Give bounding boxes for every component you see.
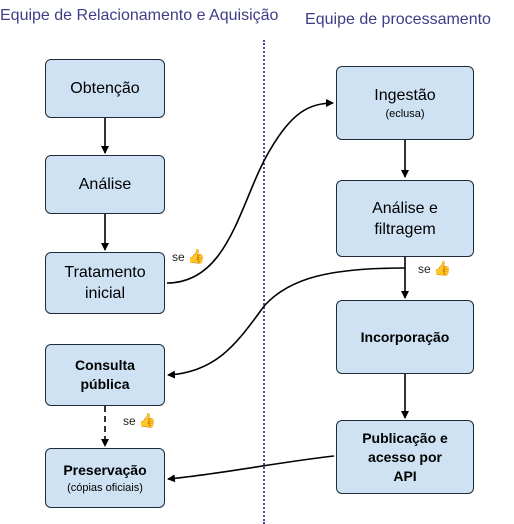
box-preservacao-label: Preservação (63, 462, 147, 478)
box-incorporacao-label: Incorporação (360, 328, 450, 345)
condition-analise-filtragem: se 👍 (418, 261, 452, 277)
thumbs-up-icon: 👍 (187, 249, 206, 265)
thumbs-up-icon: 👍 (433, 261, 452, 277)
arrow-tratamento-ingestao (166, 99, 334, 284)
condition-analise-filtragem-label: se (418, 262, 431, 276)
box-obtencao-label: Obtenção (70, 80, 140, 97)
arrow-publicacao-preservacao (167, 455, 335, 483)
box-consulta-publica-label: Consulta pública (75, 357, 135, 392)
condition-consulta-label: se (123, 414, 136, 428)
column-divider (263, 40, 265, 524)
box-preservacao-sublabel: (cópias oficiais) (67, 482, 143, 494)
box-publicacao-label: Publicação e acesso por API (362, 429, 448, 484)
box-analise-filtragem: Análise e filtragem (336, 180, 474, 257)
box-preservacao: Preservação (cópias oficiais) (45, 448, 165, 508)
box-ingestao-sublabel: (eclusa) (385, 108, 425, 120)
box-consulta-publica: Consulta pública (45, 344, 165, 406)
thumbs-up-icon: 👍 (138, 413, 157, 429)
box-analise: Análise (45, 155, 165, 214)
condition-tratamento-label: se (172, 250, 185, 264)
condition-tratamento: se 👍 (172, 249, 206, 265)
box-tratamento-inicial-label: Tratamento inicial (64, 264, 146, 302)
box-obtencao: Obtenção (45, 59, 165, 118)
box-tratamento-inicial: Tratamento inicial (45, 252, 165, 314)
arrow-analise-consulta (167, 267, 406, 379)
box-publicacao: Publicação e acesso por API (336, 420, 474, 494)
box-ingestao-label: Ingestão (374, 87, 436, 104)
box-analise-label: Análise (78, 176, 132, 193)
left-column-header: Equipe de Relacionamento e Aquisição (0, 7, 279, 24)
condition-consulta: se 👍 (123, 413, 157, 429)
box-incorporacao: Incorporação (336, 300, 474, 374)
box-analise-filtragem-label: Análise e filtragem (372, 199, 438, 238)
right-column-header: Equipe de processamento (305, 11, 491, 28)
box-ingestao: Ingestão (eclusa) (336, 66, 474, 140)
